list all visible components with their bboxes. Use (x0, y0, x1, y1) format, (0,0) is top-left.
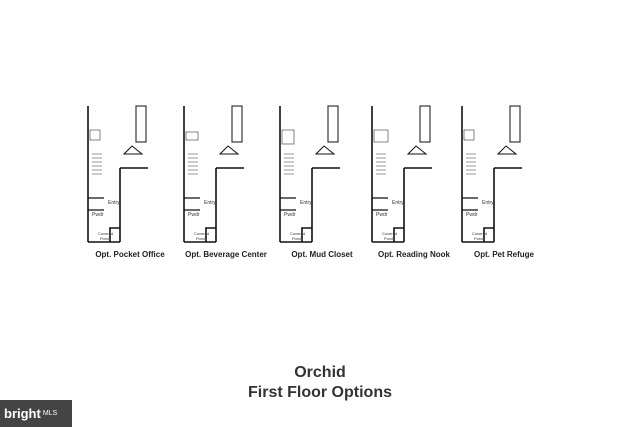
floor-plan-options: Entry Pwdr Covered Porch Opt. Pocket Off… (80, 100, 554, 260)
plan-caption: Opt. Reading Nook (378, 250, 450, 259)
powder-room-label: Pwdr (284, 212, 296, 218)
page-subtitle: First Floor Options (248, 384, 392, 401)
porch-label: Porch (292, 236, 302, 241)
plan-caption: Opt. Pocket Office (95, 250, 165, 259)
floor-plan-drawing: Entry Pwdr Covered Porch (371, 105, 432, 243)
floor-plan-pocket-office: Entry Pwdr Covered Porch Opt. Pocket Off… (80, 100, 180, 260)
plan-caption: Opt. Pet Refuge (473, 250, 534, 259)
floor-plan-drawing: Entry Pwdr Covered Porch (461, 105, 522, 243)
watermark-brand: bright (4, 406, 41, 421)
entry-label: Entry (108, 200, 120, 206)
covered-label: Covered (98, 231, 113, 236)
floor-plan-drawing: Entry Pwdr Covered Porch (87, 105, 148, 243)
covered-label: Covered (382, 231, 397, 236)
floor-plan-drawing: Entry Pwdr Covered Porch (279, 105, 340, 243)
floor-plan-mud-closet: Entry Pwdr Covered Porch Opt. Mud Closet (272, 100, 372, 260)
powder-room-label: Pwdr (376, 212, 388, 218)
porch-label: Porch (196, 236, 206, 241)
plan-caption: Opt. Mud Closet (291, 250, 353, 259)
entry-label: Entry (204, 200, 216, 206)
brightmls-watermark: bright MLS (0, 400, 72, 427)
plan-caption: Opt. Beverage Center (185, 250, 267, 259)
covered-label: Covered (472, 231, 487, 236)
covered-label: Covered (290, 231, 305, 236)
entry-label: Entry (300, 200, 312, 206)
powder-room-label: Pwdr (92, 212, 104, 218)
floor-plan-drawing: Entry Pwdr Covered Porch (183, 105, 244, 243)
page-title: Orchid (294, 364, 346, 381)
floor-plan-beverage-center: Entry Pwdr Covered Porch Opt. Beverage C… (176, 100, 276, 260)
covered-label: Covered (194, 231, 209, 236)
porch-label: Porch (384, 236, 394, 241)
porch-label: Porch (100, 236, 110, 241)
floor-plan-reading-nook: Entry Pwdr Covered Porch Opt. Reading No… (364, 100, 464, 260)
entry-label: Entry (482, 200, 494, 206)
powder-room-label: Pwdr (188, 212, 200, 218)
porch-label: Porch (474, 236, 484, 241)
watermark-suffix: MLS (42, 410, 58, 417)
entry-label: Entry (392, 200, 404, 206)
powder-room-label: Pwdr (466, 212, 478, 218)
floor-plan-pet-refuge: Entry Pwdr Covered Porch Opt. Pet Refuge (454, 100, 554, 260)
